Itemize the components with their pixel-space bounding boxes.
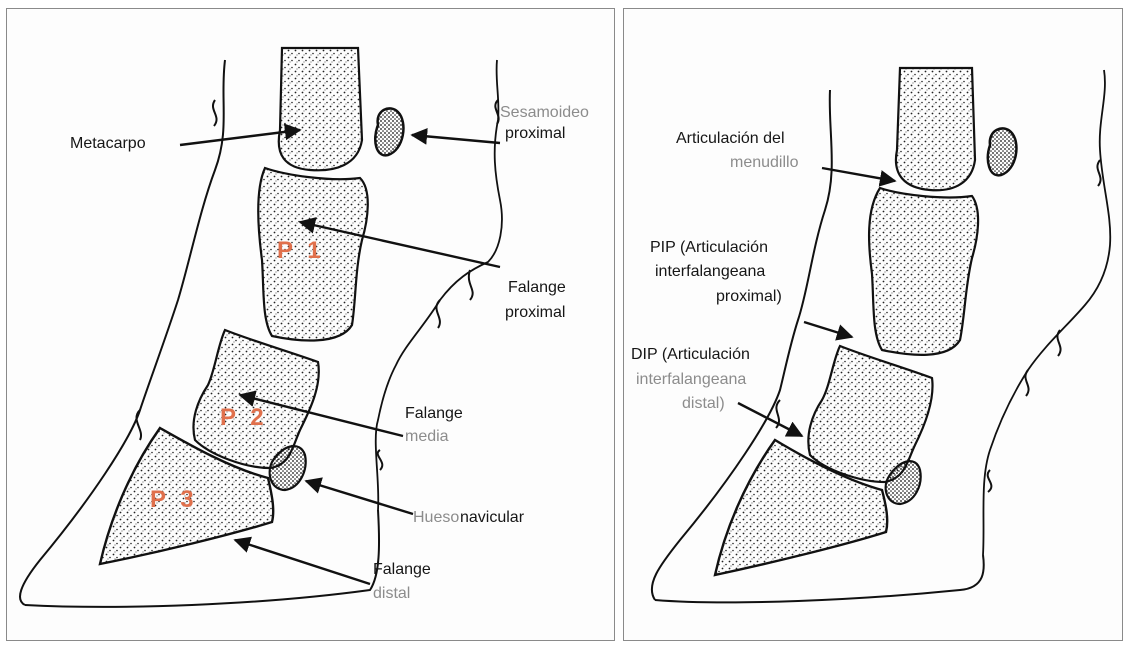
- p1-label: P 1: [277, 237, 325, 265]
- label-hueso-line1: Hueso: [413, 508, 459, 527]
- label-falange-proximal-line1: Falange: [508, 278, 566, 297]
- right-metacarpus-bone: [896, 68, 975, 190]
- arrow-hueso-navicular: [306, 481, 413, 514]
- label-metacarpo: Metacarpo: [70, 134, 146, 153]
- label-pip-line3: proximal): [716, 287, 782, 306]
- metacarpus-bone: [279, 48, 362, 170]
- p3-label: P 3: [150, 486, 198, 514]
- arrow-dip: [738, 403, 802, 436]
- label-sesamoideo-line1: Sesamoideo: [500, 103, 589, 122]
- label-hueso-line2: navicular: [460, 508, 524, 527]
- label-falange-media-line2: media: [405, 427, 449, 446]
- arrow-menudillo: [822, 168, 895, 181]
- label-sesamoideo-line2: proximal: [505, 124, 565, 143]
- p2-label: P 2: [220, 404, 268, 432]
- label-falange-distal-line2: distal: [373, 584, 410, 603]
- right-hoof-bottom: [655, 555, 984, 602]
- arrow-pip: [804, 322, 852, 337]
- right-p1-bone: [869, 188, 978, 355]
- label-dip-line1: DIP (Articulación: [631, 345, 750, 364]
- label-pip-line1: PIP (Articulación: [650, 238, 768, 257]
- label-dip-line2: interfalangeana: [636, 370, 746, 389]
- label-falange-distal-line1: Falange: [373, 560, 431, 579]
- arrow-sesamoideo: [412, 135, 500, 143]
- label-pip-line2: interfalangeana: [655, 262, 765, 281]
- label-dip-line3: distal): [682, 394, 725, 413]
- label-falange-media-line1: Falange: [405, 404, 463, 423]
- label-falange-proximal-line2: proximal: [505, 303, 565, 322]
- sesamoid-bone: [375, 108, 403, 155]
- right-sesamoid-bone: [988, 128, 1017, 175]
- label-menudillo-line1: Articulación del: [676, 129, 785, 148]
- label-menudillo-line2: menudillo: [730, 153, 798, 172]
- arrow-falange-distal: [235, 540, 370, 584]
